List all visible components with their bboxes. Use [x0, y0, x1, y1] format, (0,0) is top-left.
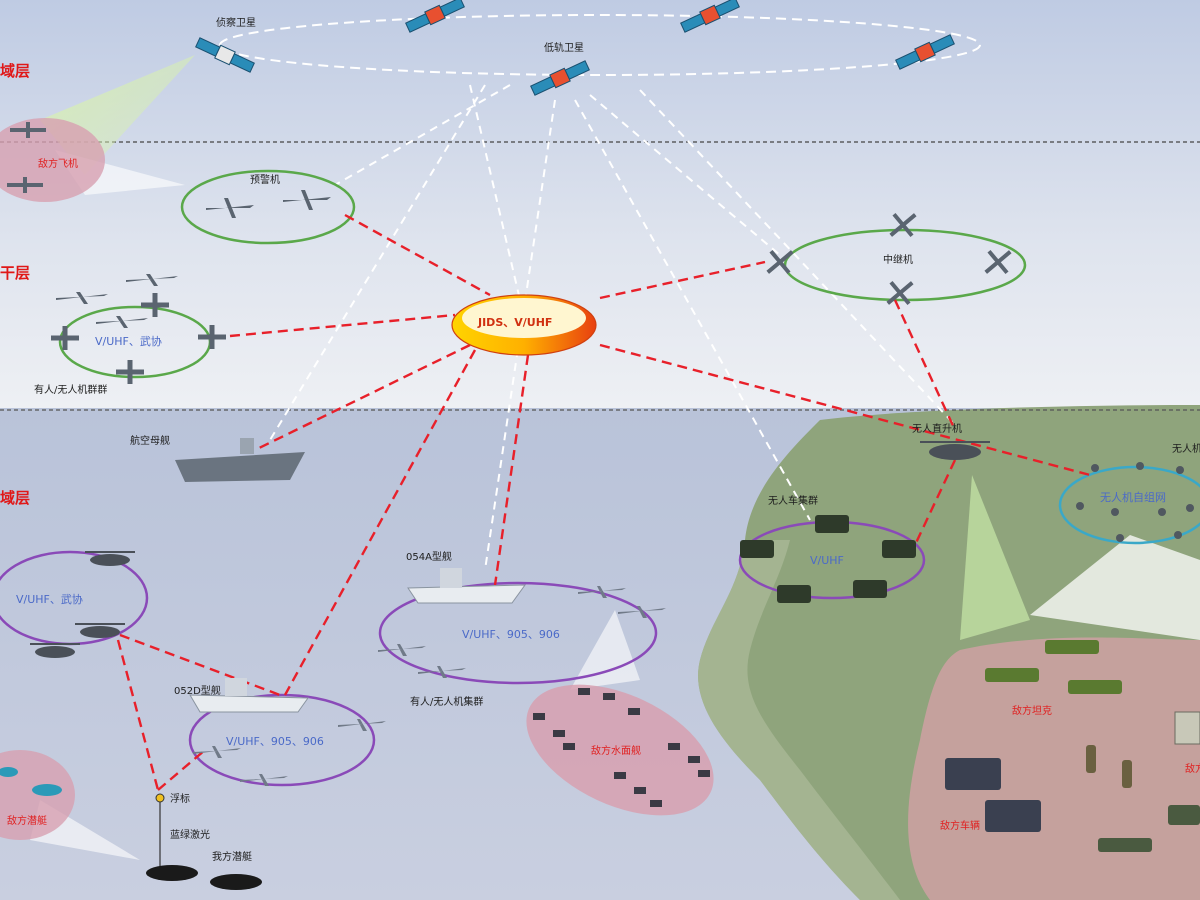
- swarm-054a-label: 有人/无人机集群: [410, 697, 484, 708]
- satellite-icon: [195, 0, 955, 96]
- drone-ring-label: 无人机自组网: [1100, 491, 1166, 504]
- satellite-orbit: [219, 14, 981, 76]
- enemy-radar-label: 敌方: [1185, 764, 1200, 775]
- drone-beam: [1030, 535, 1200, 640]
- swarm-label: 有人/无人机群群: [34, 385, 108, 396]
- own-sub-icon: [146, 865, 262, 890]
- drone-ring: [1058, 465, 1200, 545]
- frigate-054a-icon: [407, 584, 526, 604]
- ugv-icon: [740, 515, 916, 603]
- enemy-sub-icon: [0, 767, 62, 796]
- buoy-icon: [155, 793, 165, 803]
- carrier-label: 航空母舰: [130, 436, 170, 447]
- ring-054a: [378, 581, 658, 685]
- hub-label: JIDS、V/UHF: [478, 316, 553, 329]
- layer-label-air: 干层: [0, 264, 31, 282]
- aew-label: 预警机: [250, 175, 280, 186]
- helicopter-beam: [960, 475, 1030, 640]
- enemy-vehicle-icon: [945, 758, 1041, 832]
- destroyer-052d-icon: [189, 694, 309, 713]
- heli-ring-label: V/UHF、武协: [16, 593, 83, 606]
- enemy-tank-icon: [985, 640, 1200, 852]
- ring-052d-label: V/UHF、905、906: [226, 735, 324, 748]
- enemy-vehicles-label: 敌方车辆: [940, 821, 980, 832]
- layer-label-space: 域层: [0, 62, 31, 80]
- enemy-tanks-label: 敌方坦克: [1012, 706, 1052, 717]
- aew-ring: [180, 169, 356, 245]
- ring-054a-label: V/UHF、905、906: [462, 628, 560, 641]
- sky-background: [0, 0, 1200, 410]
- soldier-icon: [1086, 745, 1132, 788]
- laser-label: 蓝绿激光: [170, 830, 210, 841]
- jids-hub: [451, 294, 597, 356]
- drone-icon: [193, 586, 666, 786]
- layer-label-surface: 域层: [0, 489, 31, 507]
- destroyer-052d-label: 052D型舰: [174, 686, 221, 697]
- frigate-054a-label: 054A型舰: [406, 552, 452, 563]
- helicopter-label: 无人直升机: [912, 424, 962, 435]
- satellite-label-low: 低轨卫星: [544, 43, 584, 54]
- swarm-ring-label: V/UHF、武协: [95, 335, 162, 348]
- enemy-radar-icon: [1174, 711, 1200, 745]
- enemy-sub-zone: [0, 750, 75, 840]
- own-sub-label: 我方潜艇: [212, 852, 252, 863]
- helicopter-icon: [30, 441, 990, 658]
- ship-beam: [570, 610, 640, 690]
- carrier-icon: [175, 452, 305, 482]
- satellite-links: [269, 84, 956, 571]
- enemy-sub-label: 敌方潜艇: [7, 816, 47, 827]
- aircraft-icon: [7, 122, 1012, 384]
- ugv-group-label: 无人车集群: [768, 496, 818, 507]
- enemy-aircraft-label: 敌方飞机: [38, 159, 78, 170]
- ugv-ring-label: V/UHF: [810, 554, 844, 567]
- datalink-lines: [116, 213, 1091, 791]
- drone-group-label: 无人机: [1172, 444, 1200, 455]
- land-light-strip: [698, 540, 900, 900]
- buoy-label: 浮标: [170, 794, 190, 805]
- quad-drone-icon: [1076, 462, 1194, 542]
- enemy-ships-label: 敌方水面舰: [591, 746, 641, 757]
- ship-icon: [175, 438, 526, 713]
- ring-052d: [188, 693, 376, 787]
- enemy-ground-zone: [908, 637, 1200, 900]
- relay-aircraft-label: 中继机: [883, 255, 913, 266]
- enemy-boat-icon: [533, 688, 710, 807]
- satellite-label-relay: 侦察卫星: [216, 18, 256, 29]
- enemy-ship-zone: [526, 684, 714, 816]
